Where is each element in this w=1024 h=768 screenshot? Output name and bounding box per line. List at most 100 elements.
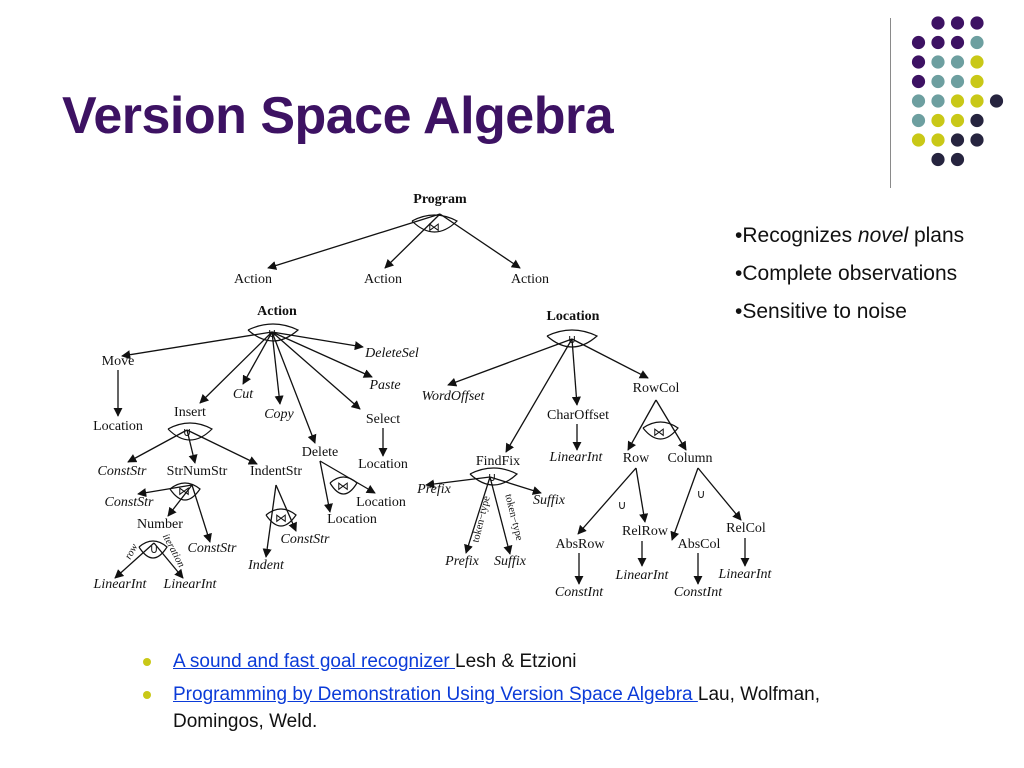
- slide-title: Version Space Algebra: [62, 87, 614, 145]
- operator-arc: [247, 323, 300, 342]
- wordoffset-node: WordOffset: [422, 389, 486, 404]
- insert-union-operator: ∪: [183, 425, 192, 439]
- tree-edge: [271, 331, 373, 378]
- number-node: Number: [137, 517, 183, 532]
- indent-node: Indent: [247, 558, 285, 573]
- tree-edge: [489, 476, 542, 495]
- tree-edge: [153, 542, 184, 579]
- operator-arc: [642, 421, 679, 440]
- decorative-dot-grid: [911, 16, 1004, 167]
- tree-edge: [635, 467, 649, 523]
- findfix-lower-prefix-node: Prefix: [444, 554, 479, 569]
- decorative-dot: [911, 133, 926, 147]
- decorative-dot: [931, 113, 945, 128]
- strnumstr-node: StrNumStr: [167, 464, 228, 479]
- program-node: Program: [413, 192, 467, 207]
- decorative-dot: [970, 133, 984, 147]
- row-union-operator: ∪: [618, 498, 627, 512]
- delete-location-node-2: Location: [327, 512, 377, 527]
- findfix-prefix-node: Prefix: [416, 482, 451, 497]
- location-union-operator: ∪: [568, 332, 577, 346]
- reference-authors: Lau, Wolfman, Domingos, Weld.: [173, 684, 821, 732]
- decorative-dot: [970, 74, 984, 89]
- tree-edge: [127, 429, 188, 463]
- program-action-node-3: Action: [511, 272, 549, 287]
- program-join-operator: ⋈: [428, 220, 440, 234]
- operator-arc: [411, 214, 459, 233]
- decorative-dot: [911, 74, 926, 89]
- key-point-complete-observations: •Complete observations: [735, 262, 958, 285]
- decorative-dot: [931, 16, 945, 30]
- decorative-dot: [950, 94, 965, 108]
- tree-edge: [271, 331, 284, 405]
- deletesel-node: DeleteSel: [364, 346, 419, 361]
- decorative-dot: [989, 94, 1004, 108]
- reference-link-programming-by-demonstration[interactable]: Programming by Demonstration Using Versi…: [173, 684, 698, 705]
- tree-edge: [271, 331, 364, 351]
- bullet-dot: [143, 658, 151, 666]
- move-location-node: Location: [93, 419, 143, 434]
- row-edge-label: row: [123, 542, 140, 561]
- operator-arc: [265, 508, 297, 527]
- tree-edge: [271, 331, 317, 444]
- absrow-constint-node: ConstInt: [555, 585, 604, 600]
- select-location-node: Location: [358, 457, 408, 472]
- charoffset-node: CharOffset: [547, 408, 609, 423]
- strnumstr-conststr-node-1: ConstStr: [104, 495, 154, 510]
- decorative-dot: [931, 74, 945, 89]
- tree-edge: [577, 467, 637, 535]
- novel-emphasis: novel: [857, 224, 909, 247]
- tree-edge: [489, 476, 513, 555]
- cut-node: Cut: [233, 387, 254, 402]
- tree-edge: [655, 399, 687, 451]
- indentstr-conststr-node: ConstStr: [280, 532, 330, 547]
- program-action-node-1: Action: [234, 272, 272, 287]
- location-node: Location: [547, 309, 600, 324]
- operator-arc: [469, 467, 519, 486]
- tree-edge: [571, 338, 581, 406]
- insert-conststr-node: ConstStr: [97, 464, 147, 479]
- tree-edge: [275, 484, 297, 532]
- relcol-linearint-node: LinearInt: [718, 567, 773, 582]
- key-point-novel-plans: •Recognizes novel plans: [735, 224, 965, 247]
- decorative-dot: [970, 16, 984, 30]
- reference-link-goal-recognizer[interactable]: A sound and fast goal recognizer: [173, 651, 456, 672]
- findfix-union-operator: ∪: [488, 470, 497, 484]
- tree-edge: [505, 338, 573, 453]
- action-union-operator: ∪: [268, 326, 277, 340]
- tree-edge: [191, 484, 212, 543]
- decorative-dot: [970, 94, 984, 108]
- reference-item: A sound and fast goal recognizer Lesh & …: [140, 648, 900, 675]
- operator-arc: [546, 329, 599, 348]
- tree-edge: [384, 213, 441, 269]
- tree-edge: [267, 213, 441, 270]
- operator-arc: [169, 482, 201, 501]
- key-points-list: •Recognizes novel plans •Complete observ…: [735, 221, 995, 335]
- operator-arc: [167, 422, 213, 441]
- title-divider: [890, 18, 891, 188]
- tree-edge: [439, 213, 521, 269]
- tree-edge: [114, 542, 155, 579]
- decorative-dot: [911, 113, 926, 128]
- reference-authors: Lesh & Etzioni: [455, 651, 577, 672]
- decorative-dot: [950, 133, 965, 147]
- decorative-dot: [950, 16, 965, 30]
- strnumstr-conststr-node-2: ConstStr: [187, 541, 237, 556]
- decorative-dot: [970, 113, 984, 128]
- paste-node: Paste: [368, 378, 400, 393]
- strnumstr-join-operator: ⋈: [178, 484, 190, 498]
- abscol-constint-node: ConstInt: [674, 585, 723, 600]
- tree-edge: [137, 484, 193, 498]
- number-linearint-node-1: LinearInt: [93, 577, 148, 592]
- decorative-dot: [950, 74, 965, 89]
- operator-arc: [138, 540, 168, 559]
- decorative-dot: [950, 35, 965, 50]
- row-node: Row: [623, 451, 650, 466]
- decorative-dot: [950, 113, 965, 128]
- tree-edge: [167, 484, 193, 517]
- decorative-dot: [911, 35, 926, 50]
- rowcol-node: RowCol: [633, 381, 680, 396]
- operator-arc: [329, 476, 358, 495]
- indentstr-node: IndentStr: [250, 464, 302, 479]
